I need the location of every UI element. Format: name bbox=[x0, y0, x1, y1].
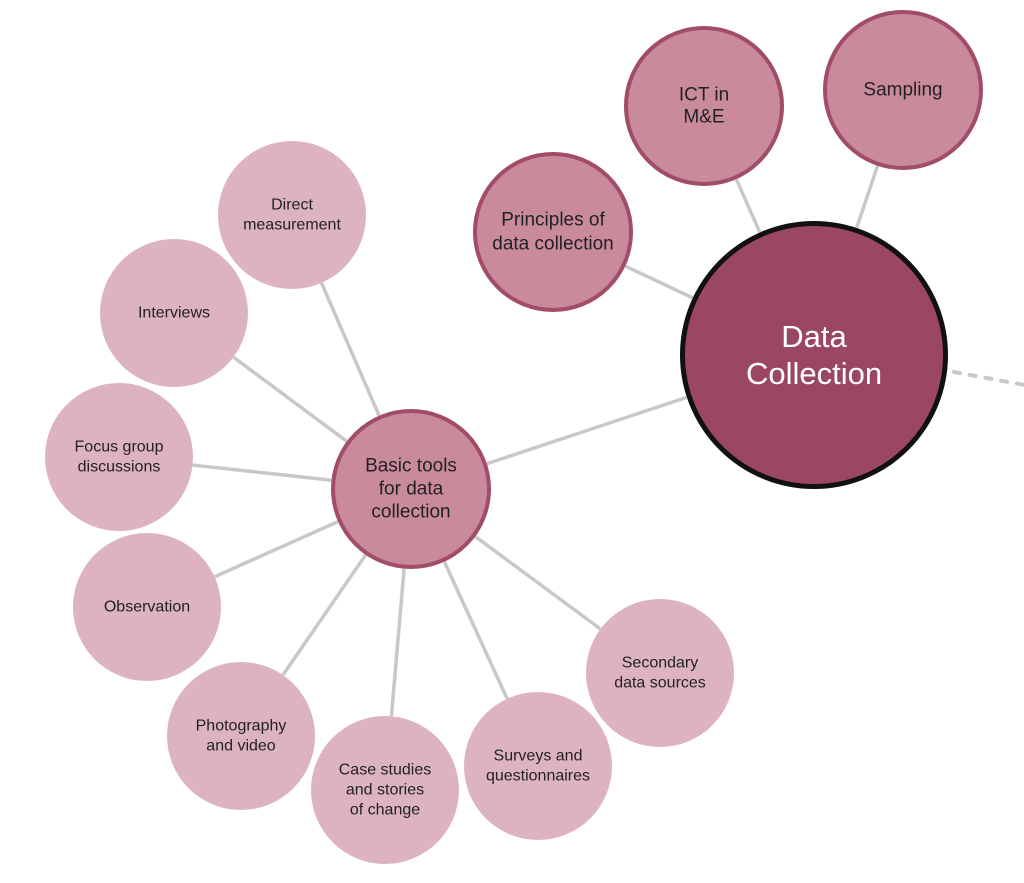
node-surveys: Surveys and questionnaires bbox=[464, 692, 612, 840]
node-direct-measurement-circle bbox=[218, 141, 366, 289]
node-center-label: Data bbox=[781, 319, 847, 354]
node-sampling: Sampling bbox=[823, 10, 983, 170]
node-direct-measurement: Direct measurement bbox=[218, 141, 366, 289]
node-basic-tools-label: for data bbox=[379, 479, 444, 500]
node-secondary-label: Secondary bbox=[622, 655, 699, 672]
node-principles-label: Principles of bbox=[501, 210, 605, 231]
node-photography-circle bbox=[167, 662, 315, 810]
connector-basic-tools-observation bbox=[213, 520, 339, 579]
node-surveys-label: Surveys and bbox=[494, 748, 583, 765]
node-center-label: Collection bbox=[746, 356, 882, 391]
connectors bbox=[192, 165, 1024, 717]
node-ict: ICT inM&E bbox=[624, 26, 784, 186]
node-case-studies-label: Case studies bbox=[339, 762, 432, 779]
connector-basic-tools-interviews bbox=[232, 355, 348, 443]
connector-basic-tools-case-studies bbox=[389, 568, 406, 717]
node-ict-label: M&E bbox=[683, 107, 724, 128]
node-interviews: Interviews bbox=[100, 239, 248, 387]
connector-continuation bbox=[952, 370, 1024, 387]
connector-basic-tools-surveys bbox=[442, 560, 509, 700]
node-interviews-label: Interviews bbox=[138, 305, 210, 322]
node-case-studies-circle bbox=[311, 716, 459, 864]
node-ict-label: ICT in bbox=[679, 85, 729, 106]
node-surveys-circle bbox=[464, 692, 612, 840]
connector-center-principles bbox=[624, 264, 694, 300]
node-observation-circle bbox=[73, 533, 221, 681]
node-principles-label: data collection bbox=[492, 234, 613, 255]
node-ict-circle bbox=[624, 26, 784, 186]
connector-center-basic-tools bbox=[486, 395, 688, 466]
node-principles-circle bbox=[473, 152, 633, 312]
node-secondary: Secondary data sources bbox=[586, 599, 734, 747]
connector-center-ict bbox=[734, 178, 762, 234]
node-direct-measurement-label: Direct bbox=[271, 197, 313, 214]
node-basic-tools-circle bbox=[331, 409, 491, 569]
node-secondary-label: data sources bbox=[614, 675, 706, 692]
node-surveys-label: questionnaires bbox=[486, 768, 590, 785]
node-focus-group-label: discussions bbox=[78, 459, 161, 476]
node-focus-group-label: Focus group bbox=[75, 439, 164, 456]
node-center-circle bbox=[680, 221, 948, 489]
connector-basic-tools-focus-group bbox=[192, 463, 332, 483]
node-case-studies-label: and stories bbox=[346, 782, 424, 799]
node-observation-label: Observation bbox=[104, 599, 190, 616]
node-sampling-label: Sampling bbox=[863, 80, 942, 101]
connector-center-sampling bbox=[855, 165, 880, 229]
connector-basic-tools-secondary bbox=[474, 535, 602, 631]
node-interviews-circle bbox=[100, 239, 248, 387]
connector-basic-tools-photography bbox=[281, 553, 368, 677]
node-basic-tools-label: Basic tools bbox=[365, 456, 457, 477]
node-direct-measurement-label: measurement bbox=[243, 217, 341, 234]
connector-basic-tools-direct-measurement bbox=[319, 282, 381, 417]
node-observation: Observation bbox=[73, 533, 221, 681]
node-focus-group: Focus group discussions bbox=[45, 383, 193, 531]
node-photography: Photography and video bbox=[167, 662, 315, 810]
node-photography-label: Photography bbox=[196, 718, 287, 735]
node-sampling-circle bbox=[823, 10, 983, 170]
node-photography-label: and video bbox=[206, 738, 275, 755]
node-basic-tools-label: collection bbox=[371, 502, 450, 523]
node-secondary-circle bbox=[586, 599, 734, 747]
node-focus-group-circle bbox=[45, 383, 193, 531]
node-principles: Principles of data collection bbox=[473, 152, 633, 312]
node-case-studies-label: of change bbox=[350, 802, 420, 819]
node-case-studies: Case studies and stories of change bbox=[311, 716, 459, 864]
